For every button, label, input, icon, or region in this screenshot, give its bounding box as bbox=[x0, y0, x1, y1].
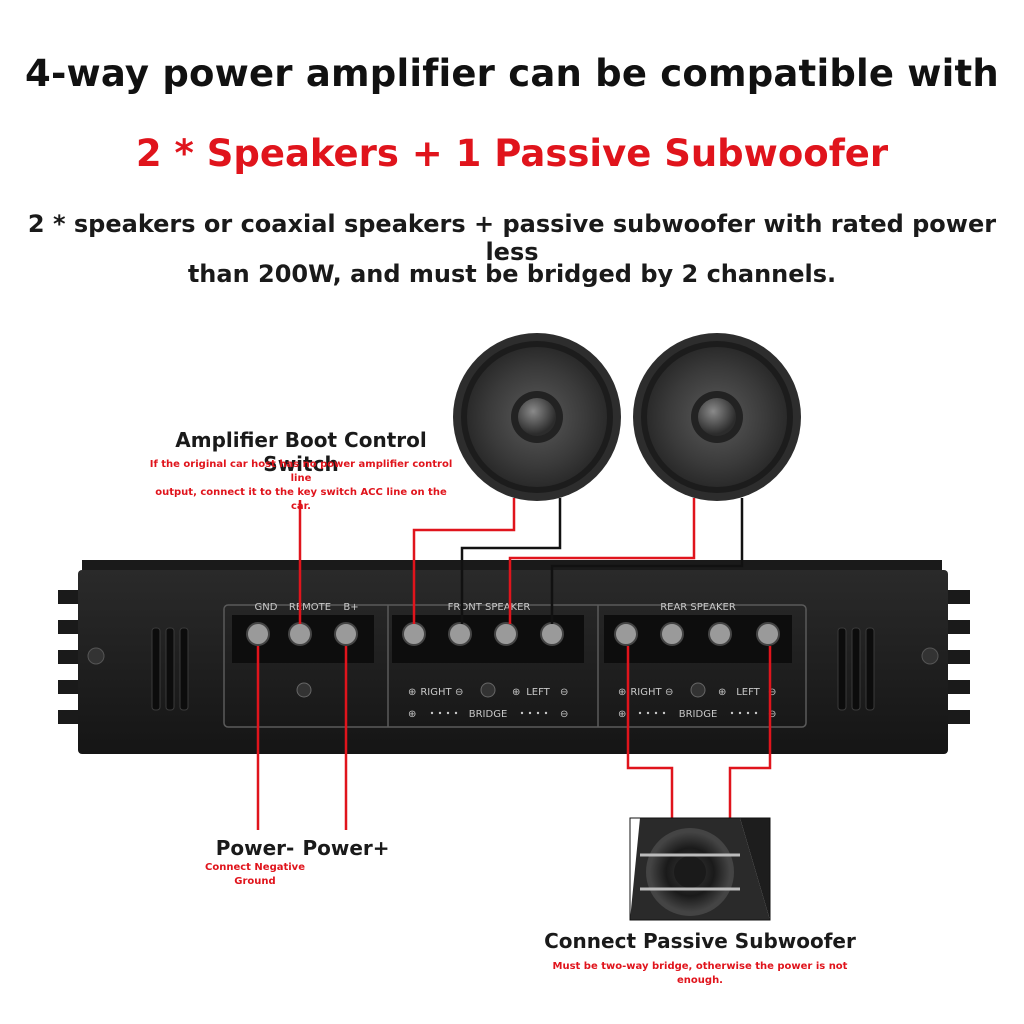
subwoofer-note: Must be two-way bridge, otherwise the po… bbox=[540, 960, 860, 988]
page-subtitle: 2 * Speakers + 1 Passive Subwoofer bbox=[135, 132, 889, 175]
power-minus-note-line-1: Connect Negative bbox=[205, 862, 305, 873]
speaker-wires bbox=[412, 498, 744, 624]
subwoofer-note-line-1: Must be two-way bridge, otherwise the po… bbox=[552, 961, 848, 972]
rear-speaker-label: REAR SPEAKER bbox=[660, 602, 736, 613]
terminal-label-remote: REMOTE bbox=[289, 602, 331, 613]
svg-text:⊕: ⊕ bbox=[718, 687, 726, 698]
power-minus-title: Power- bbox=[215, 836, 295, 860]
front-speaker-label: FRONT SPEAKER bbox=[448, 602, 531, 613]
svg-text:⊕: ⊕ bbox=[512, 687, 520, 698]
svg-text:⊕: ⊕ bbox=[408, 687, 416, 698]
power-plus-title: Power+ bbox=[302, 836, 390, 860]
subwoofer-note-line-2: enough. bbox=[677, 975, 723, 986]
svg-text:⊖: ⊖ bbox=[560, 709, 568, 720]
description-line-1: 2 * speakers or coaxial speakers + passi… bbox=[27, 210, 997, 266]
rear-right-label: RIGHT bbox=[630, 687, 662, 698]
terminal-label-gnd: GND bbox=[255, 602, 278, 613]
speaker-right-icon bbox=[633, 333, 801, 501]
power-minus-note: Connect Negative Ground bbox=[200, 861, 310, 889]
svg-text:⊖: ⊖ bbox=[768, 709, 776, 720]
front-bridge-label: BRIDGE bbox=[469, 709, 508, 720]
terminal-label-bplus: B+ bbox=[343, 602, 358, 613]
boot-switch-note-line-2: output, connect it to the key switch ACC… bbox=[155, 487, 447, 512]
page-title: 4-way power amplifier can be compatible … bbox=[25, 52, 999, 95]
screw-terminal-icon bbox=[246, 622, 780, 646]
svg-text:⊖: ⊖ bbox=[455, 687, 463, 698]
boot-switch-note: If the original car host has no power am… bbox=[146, 458, 456, 514]
amplifier-body: GND REMOTE B+ FRONT SPEAKER REAR SPEAKER… bbox=[58, 560, 970, 754]
subwoofer-title: Connect Passive Subwoofer bbox=[544, 929, 856, 953]
front-left-label: LEFT bbox=[526, 687, 550, 698]
subwoofer-box-icon bbox=[629, 817, 771, 921]
front-right-label: RIGHT bbox=[420, 687, 452, 698]
svg-text:⊕: ⊕ bbox=[618, 709, 626, 720]
power-minus-note-line-2: Ground bbox=[234, 876, 276, 887]
rear-bridge-label: BRIDGE bbox=[679, 709, 718, 720]
svg-text:⊖: ⊖ bbox=[768, 687, 776, 698]
svg-text:⊕: ⊕ bbox=[618, 687, 626, 698]
subwoofer-wires bbox=[626, 646, 772, 818]
description-line-2: than 200W, and must be bridged by 2 chan… bbox=[187, 260, 837, 288]
svg-text:⊖: ⊖ bbox=[665, 687, 673, 698]
speaker-left-icon bbox=[453, 333, 621, 501]
rear-left-label: LEFT bbox=[736, 687, 760, 698]
svg-text:⊖: ⊖ bbox=[560, 687, 568, 698]
svg-text:⊕: ⊕ bbox=[408, 709, 416, 720]
boot-switch-note-line-1: If the original car host has no power am… bbox=[149, 459, 453, 484]
boot-switch-title: Amplifier Boot Control Switch bbox=[175, 428, 427, 476]
